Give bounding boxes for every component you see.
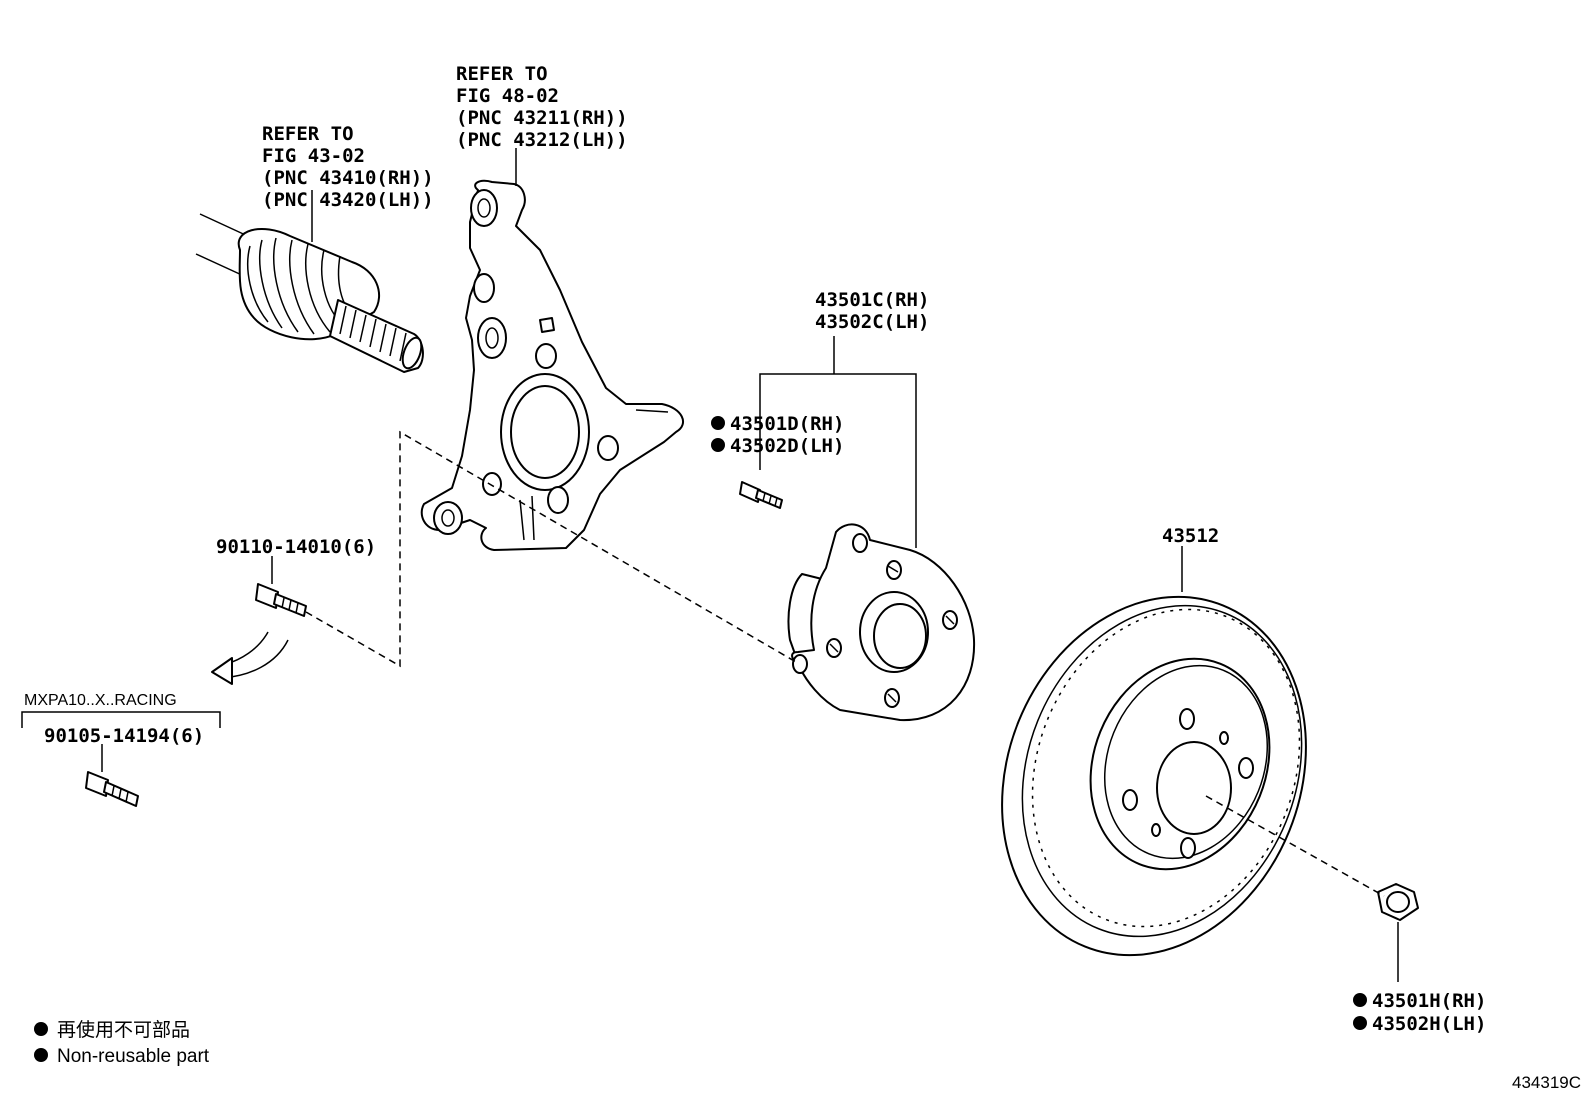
non-reusable-bullet-icon xyxy=(34,1048,48,1062)
hub-nut-illustration xyxy=(1377,883,1419,921)
figure-code: 434319C xyxy=(1512,1073,1581,1092)
non-reusable-bullet-icon xyxy=(711,416,725,430)
callout-disc: 43512 xyxy=(1162,525,1219,547)
hub-assembly-illustration xyxy=(787,523,976,722)
svg-text:43502D(LH): 43502D(LH) xyxy=(730,435,844,457)
legend: 再使用不可部品 Non-reusable part xyxy=(34,1019,210,1067)
steering-knuckle-illustration xyxy=(420,179,684,551)
legend-japanese: 再使用不可部品 xyxy=(57,1019,190,1041)
callout-hub-bolt: 43501D(RH) 43502D(LH) xyxy=(711,413,844,457)
variant-bracket xyxy=(21,711,221,728)
non-reusable-bullet-icon xyxy=(1353,993,1367,1007)
svg-text:REFER TO: REFER TO xyxy=(456,63,548,85)
callout-drive-shaft: REFER TO FIG 43-02 (PNC 43410(RH)) (PNC … xyxy=(262,123,434,211)
svg-text:FIG 43-02: FIG 43-02 xyxy=(262,145,365,167)
non-reusable-bullet-icon xyxy=(1353,1016,1367,1030)
svg-text:43502C(LH): 43502C(LH) xyxy=(815,311,929,333)
leader-lines xyxy=(101,148,1399,982)
svg-text:(PNC 43410(RH)): (PNC 43410(RH)) xyxy=(262,167,434,189)
callout-variant-bolt: 90105-14194(6) xyxy=(44,725,204,747)
svg-text:(PNC 43212(LH)): (PNC 43212(LH)) xyxy=(456,129,628,151)
svg-text:43501C(RH): 43501C(RH) xyxy=(815,289,929,311)
variant-bolt-illustration xyxy=(85,771,139,807)
svg-text:43502H(LH): 43502H(LH) xyxy=(1372,1013,1486,1035)
svg-text:(PNC 43211(RH)): (PNC 43211(RH)) xyxy=(456,107,628,129)
svg-text:43501D(RH): 43501D(RH) xyxy=(730,413,844,435)
replacement-arrow xyxy=(211,631,289,685)
brake-disc-illustration xyxy=(1001,595,1307,957)
assembly-dashed-lines xyxy=(305,430,1385,897)
callout-hub: 43501C(RH) 43502C(LH) xyxy=(815,289,929,333)
callout-knuckle: REFER TO FIG 48-02 (PNC 43211(RH)) (PNC … xyxy=(456,63,628,151)
callout-variant-label: MXPA10..X..RACING xyxy=(24,692,177,709)
svg-text:FIG 48-02: FIG 48-02 xyxy=(456,85,559,107)
callout-nut: 43501H(RH) 43502H(LH) xyxy=(1353,990,1486,1035)
legend-english: Non-reusable part xyxy=(57,1046,210,1067)
knuckle-bolt-illustration xyxy=(255,583,307,617)
callout-knuckle-bolt: 90110-14010(6) xyxy=(216,536,376,558)
svg-text:(PNC 43420(LH)): (PNC 43420(LH)) xyxy=(262,189,434,211)
drive-shaft-illustration xyxy=(195,213,424,373)
non-reusable-bullet-icon xyxy=(34,1022,48,1036)
non-reusable-bullet-icon xyxy=(711,438,725,452)
svg-text:REFER TO: REFER TO xyxy=(262,123,354,145)
svg-text:43501H(RH): 43501H(RH) xyxy=(1372,990,1486,1012)
hub-bolt-illustration xyxy=(739,481,783,509)
